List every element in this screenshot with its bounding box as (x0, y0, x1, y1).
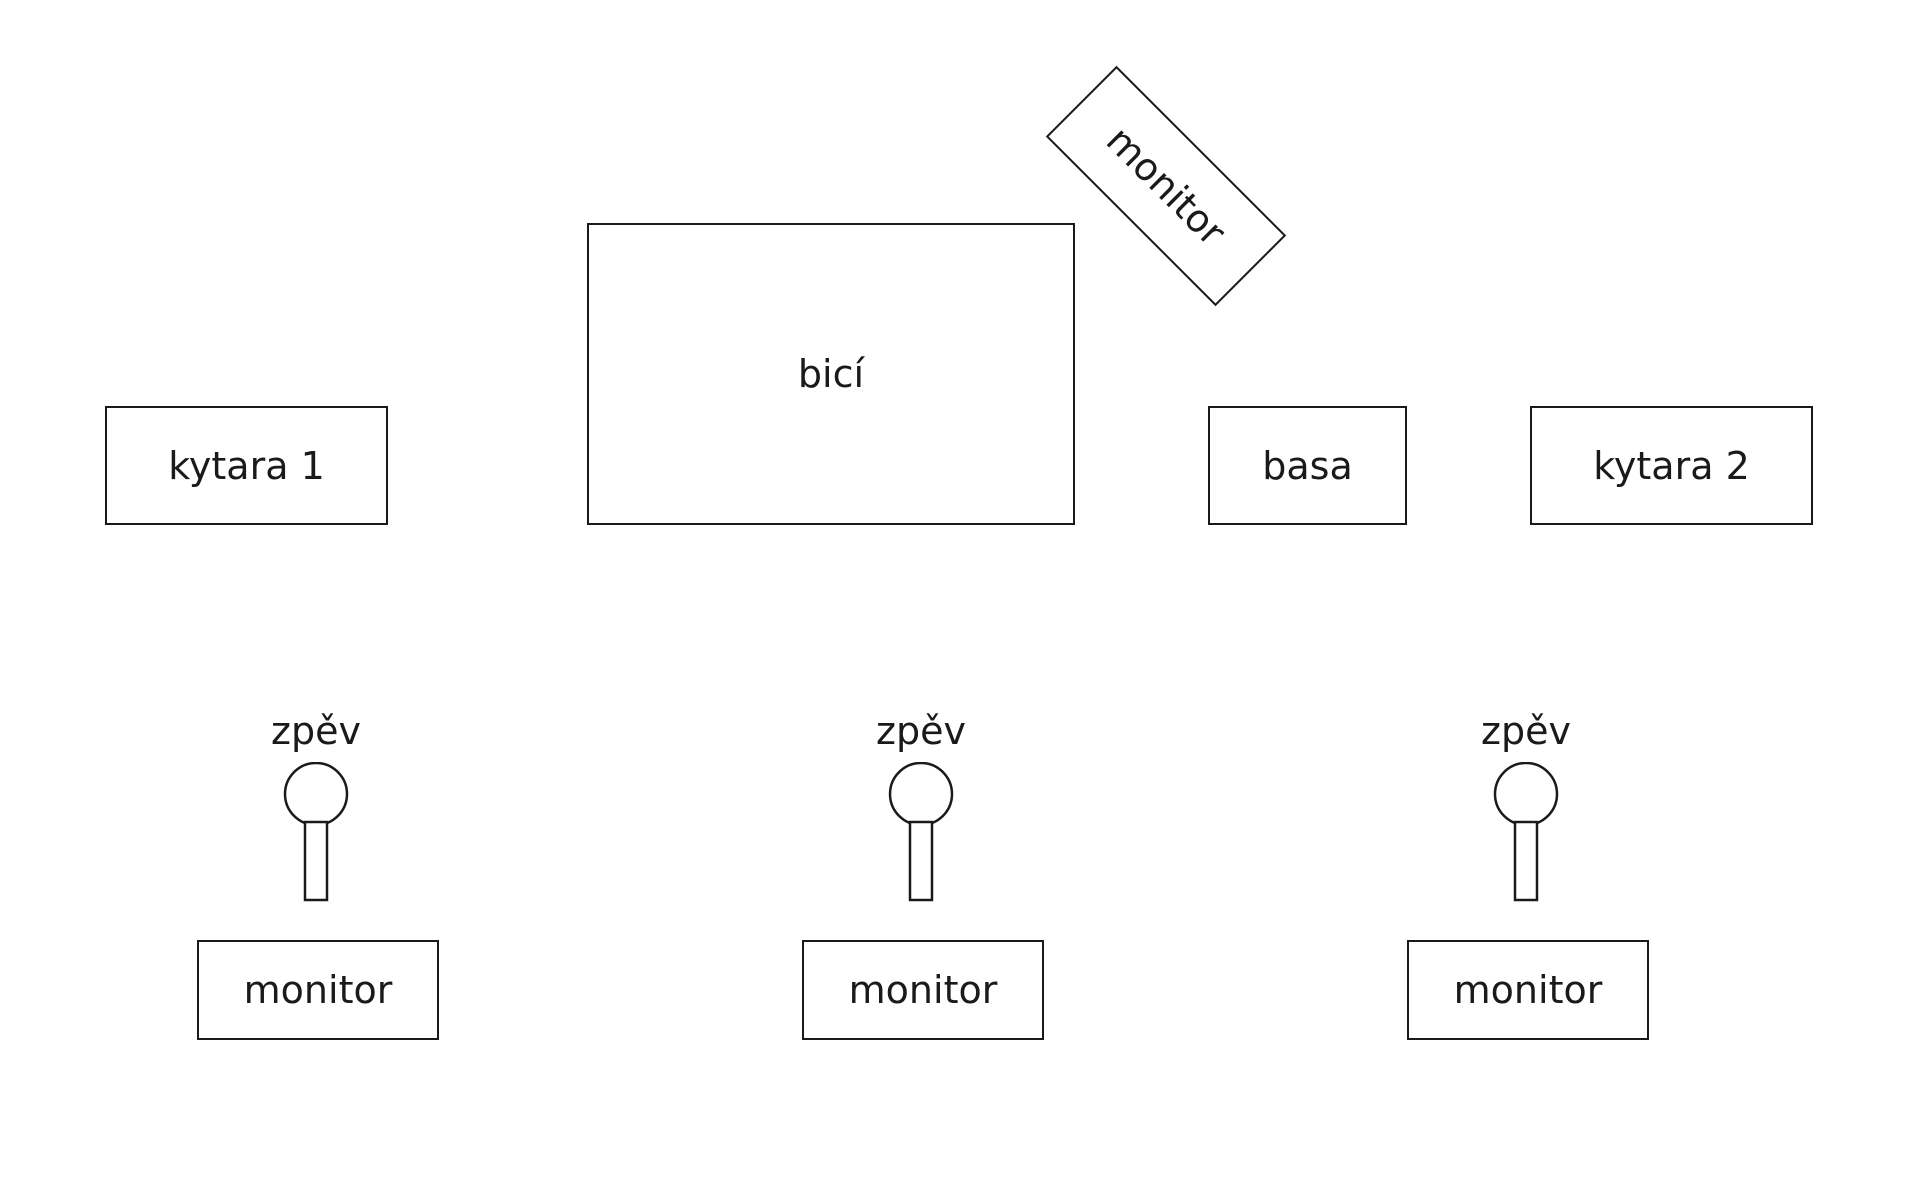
guitar-1-label: kytara 1 (168, 443, 325, 488)
bass-label: basa (1262, 443, 1353, 488)
bass-box: basa (1208, 406, 1407, 525)
vocal-3-microphone-icon (1493, 762, 1559, 902)
vocal-1-microphone-icon (283, 762, 349, 902)
guitar-1-box: kytara 1 (105, 406, 388, 525)
vocal-2-microphone-icon (888, 762, 954, 902)
vocal-1-label: zpěv (271, 709, 361, 753)
drum-monitor-box: monitor (1045, 65, 1287, 307)
guitar-2-box: kytara 2 (1530, 406, 1813, 525)
drums-box: bicí (587, 223, 1075, 525)
vocal-2-label: zpěv (876, 709, 966, 753)
vocal-2-monitor-box: monitor (802, 940, 1044, 1040)
vocal-3-monitor-box: monitor (1407, 940, 1649, 1040)
vocal-2-monitor-label: monitor (848, 968, 998, 1012)
vocal-3-monitor-label: monitor (1453, 968, 1603, 1012)
vocal-1-monitor-box: monitor (197, 940, 439, 1040)
vocal-3-label: zpěv (1481, 709, 1571, 753)
drum-monitor-label: monitor (1097, 117, 1235, 255)
guitar-2-label: kytara 2 (1593, 443, 1750, 488)
vocal-1-monitor-label: monitor (243, 968, 393, 1012)
drums-label: bicí (797, 352, 865, 396)
